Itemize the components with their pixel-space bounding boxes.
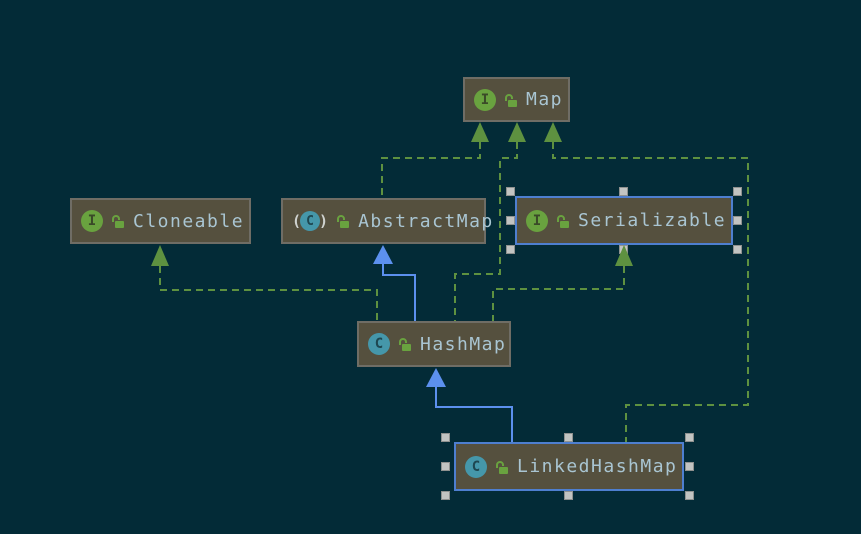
class-icon: C — [368, 333, 390, 355]
unlock-icon — [399, 338, 411, 351]
selection-handle[interactable] — [685, 433, 694, 442]
interface-icon: I — [526, 209, 548, 232]
node-label: Map — [526, 89, 564, 110]
node-label: LinkedHashMap — [517, 456, 678, 477]
implements-arrowhead — [544, 122, 562, 142]
selection-handle[interactable] — [564, 491, 573, 500]
selection-handle[interactable] — [619, 187, 628, 196]
selection-handle[interactable] — [441, 433, 450, 442]
selection-handle[interactable] — [733, 216, 742, 225]
node-label: Cloneable — [133, 210, 245, 232]
selection-handle[interactable] — [506, 216, 515, 225]
edge-hashmap-extends-abstractmap[interactable] — [373, 245, 416, 321]
extends-arrowhead — [373, 245, 393, 264]
unlock-icon — [112, 215, 124, 228]
edge-hashmap-implements-map[interactable] — [454, 122, 526, 321]
node-serializable[interactable]: I Serializable — [515, 196, 733, 245]
selection-handle[interactable] — [733, 245, 742, 254]
implements-arrowhead — [151, 245, 169, 266]
selection-handle[interactable] — [506, 187, 515, 196]
selection-handle[interactable] — [441, 462, 450, 471]
edge-abstractmap-implements-map[interactable] — [381, 122, 489, 198]
class-icon: C — [465, 455, 487, 478]
interface-icon: I — [474, 88, 496, 111]
extends-arrowhead — [426, 368, 446, 387]
selection-handle[interactable] — [685, 462, 694, 471]
unlock-icon — [337, 215, 350, 228]
unlock-icon — [496, 460, 508, 474]
implements-arrowhead — [615, 245, 633, 266]
abstract-class-icon: (C) — [292, 211, 329, 231]
selection-handle[interactable] — [441, 491, 450, 500]
implements-arrowhead — [508, 122, 526, 142]
node-label: Serializable — [578, 210, 727, 231]
selection-handle[interactable] — [564, 433, 573, 442]
edge-linkedhashmap-extends-hashmap[interactable] — [426, 368, 513, 442]
unlock-icon — [505, 93, 517, 107]
implements-arrowhead — [471, 122, 489, 142]
selection-handle[interactable] — [685, 491, 694, 500]
node-hashmap[interactable]: C HashMap — [357, 321, 511, 367]
node-linkedhashmap[interactable]: C LinkedHashMap — [454, 442, 684, 491]
node-cloneable[interactable]: I Cloneable — [70, 198, 251, 244]
node-label: HashMap — [420, 333, 507, 355]
edge-hashmap-implements-serializable[interactable] — [492, 245, 633, 321]
edge-linkedhashmap-implements-map[interactable] — [544, 122, 749, 442]
selection-handle[interactable] — [506, 245, 515, 254]
node-map[interactable]: I Map — [463, 77, 570, 122]
node-abstractmap[interactable]: (C) AbstractMap — [281, 198, 492, 244]
node-label: AbstractMap — [358, 210, 494, 232]
interface-icon: I — [81, 210, 103, 232]
selection-handle[interactable] — [733, 187, 742, 196]
unlock-icon — [557, 214, 569, 228]
edge-hashmap-implements-cloneable[interactable] — [151, 245, 378, 321]
